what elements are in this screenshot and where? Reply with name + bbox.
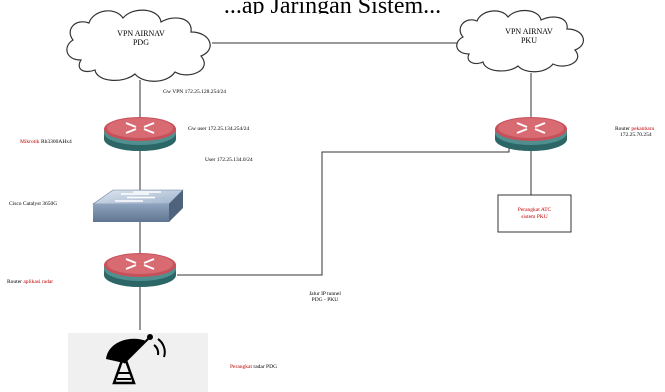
tunnel-line1: Jalur IP tunnel xyxy=(309,291,341,297)
radar-device-label: Perangkat radar PDG xyxy=(230,364,277,370)
gw-user-label: Gw user 172.25.134.254/24 xyxy=(188,126,250,132)
cloud-vpn-pku xyxy=(456,10,584,73)
gw-vpn-label: Gw VPN 172.25.128.254/24 xyxy=(163,89,227,95)
mikrotik-label: Mikrotik Rb3300AHx4 xyxy=(20,139,72,145)
cloud-vpn-pdg xyxy=(66,9,211,82)
atc-device-box xyxy=(497,194,572,233)
user-subnet-label: User 172.25.134.0/24 xyxy=(205,157,253,163)
router-mikrotik-icon xyxy=(104,117,176,151)
cisco-switch-label: Cisco Catalyst 3650G xyxy=(9,201,58,207)
figure-caption: ...ap Jaringan Sistem... xyxy=(223,0,442,14)
router-radar-suffix: aplikasi radar xyxy=(23,279,54,285)
mikrotik-prefix: Mikrotik xyxy=(20,139,40,145)
tunnel-line2: PDG - PKU xyxy=(311,297,339,303)
router-pku-prefix: Router xyxy=(615,126,630,132)
router-pku-suffix: pekanbaru xyxy=(631,126,655,132)
router-pku-label: Router pekanbaru 172.25.70.254 xyxy=(615,126,654,138)
cloud-pdg-label: VPN AIRNAV PDG xyxy=(96,29,186,47)
atc-device-label: Perangkat ATC sistem PKU xyxy=(498,207,571,220)
router-pku-ip: 172.25.70.254 xyxy=(620,132,652,138)
cloud-pku-line1: VPN AIRNAV xyxy=(505,27,553,36)
radar-suffix: radar PDG xyxy=(253,364,278,370)
atc-line1: Perangkat ATC xyxy=(517,207,552,213)
cloud-pku-label: VPN AIRNAV PKU xyxy=(484,27,574,45)
cloud-pku-line2: PKU xyxy=(520,36,537,45)
mikrotik-model: Rb3300AHx4 xyxy=(40,139,72,145)
cloud-pdg-line1: VPN AIRNAV xyxy=(117,29,165,38)
atc-line2: sistem PKU xyxy=(521,213,548,220)
tunnel-label: Jalur IP tunnel PDG - PKU xyxy=(309,291,341,303)
link-ip-tunnel xyxy=(177,130,510,276)
router-radar-prefix: Router xyxy=(7,279,22,285)
radar-prefix: Perangkat xyxy=(230,364,252,370)
switch-cisco-icon xyxy=(92,189,184,222)
connection-lines xyxy=(139,42,532,330)
radar-dish-icon xyxy=(68,333,208,392)
router-radar-icon xyxy=(104,253,176,287)
cloud-pdg-line2: PDG xyxy=(132,38,149,47)
router-radar-label: Router aplikasi radar xyxy=(7,279,53,285)
router-pku-icon xyxy=(495,117,567,151)
